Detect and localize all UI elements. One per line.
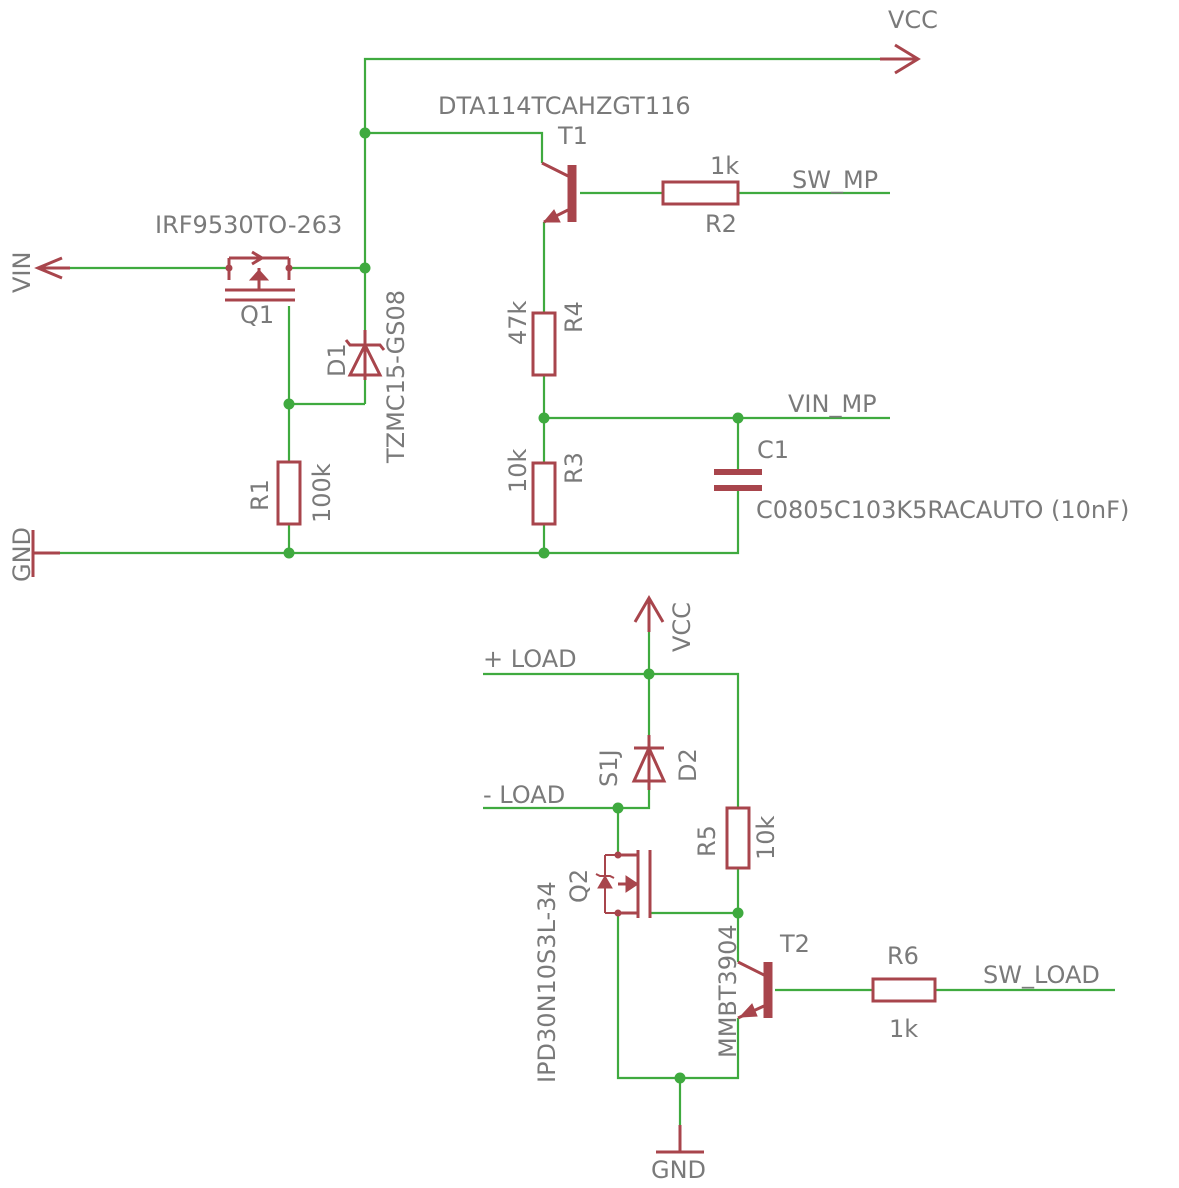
r6-value-label: 1k — [889, 1015, 918, 1043]
c1-capacitor-symbol — [714, 469, 762, 491]
d2-ref-label: D2 — [674, 748, 702, 782]
t2-value-label: MMBT3904 — [714, 924, 742, 1058]
r1-ref-label: R1 — [246, 479, 274, 511]
junction-dot — [643, 668, 655, 680]
c1-value-label: C0805C103K5RACAUTO (10nF) — [756, 496, 1129, 524]
wire-t1-emitter — [365, 131, 544, 163]
junction-dot — [538, 412, 550, 424]
junction-dot — [732, 907, 744, 919]
net-label-vcc-top: VCC — [888, 6, 938, 34]
wires — [40, 57, 1115, 1150]
q2-nmos-symbol — [595, 850, 652, 918]
net-label-plus-load: + LOAD — [483, 645, 577, 673]
q1-value-label: IRF9530TO-263 — [155, 211, 342, 239]
r4-resistor-symbol — [531, 311, 557, 377]
r6-ref-label: R6 — [887, 942, 919, 970]
net-label-gnd-bottom: GND — [651, 1156, 706, 1184]
d1-value-label: TZMC15-GS08 — [382, 290, 410, 464]
q1-ref-label: Q1 — [240, 301, 274, 329]
d2-diode-symbol — [631, 735, 667, 790]
wire-gnd-rail — [40, 488, 740, 555]
r4-value-label: 47k — [504, 300, 532, 345]
junction-dot — [283, 398, 295, 410]
r3-resistor-symbol — [531, 461, 557, 526]
wire-vcc-rail — [363, 57, 895, 268]
gnd-symbol-top — [31, 530, 60, 577]
t1-value-label: DTA114TCAHZGT116 — [438, 92, 691, 120]
gnd-symbol-bottom — [656, 1125, 704, 1154]
t2-npn-symbol — [737, 960, 773, 1020]
q2-ref-label: Q2 — [565, 869, 593, 903]
junctions — [283, 127, 744, 1084]
junction-dot — [674, 1072, 686, 1084]
r6-resistor-symbol — [871, 977, 937, 1003]
r5-ref-label: R5 — [693, 825, 721, 857]
d1-ref-label: D1 — [323, 343, 351, 377]
net-label-sw-load: SW_LOAD — [983, 961, 1100, 989]
r1-resistor-symbol — [276, 460, 302, 526]
t2-ref-label: T2 — [779, 930, 810, 958]
r2-value-label: 1k — [710, 152, 739, 180]
net-label-vin: VIN — [8, 252, 36, 293]
net-label-sw-mp: SW_MP — [792, 166, 878, 194]
net-label-vcc-bottom: VCC — [668, 602, 696, 652]
net-label-vin-mp: VIN_MP — [788, 390, 877, 418]
r5-value-label: 10k — [752, 815, 780, 860]
t1-pnp-symbol — [541, 161, 577, 224]
r3-ref-label: R3 — [560, 452, 588, 484]
r2-resistor-symbol — [661, 180, 740, 206]
t1-ref-label: T1 — [557, 122, 588, 150]
junction-dot — [359, 262, 371, 274]
r2-ref-label: R2 — [705, 210, 737, 238]
d2-value-label: S1J — [595, 749, 623, 787]
q1-pmos-symbol — [225, 250, 295, 302]
wire-plus-load — [483, 672, 740, 808]
net-label-gnd-top: GND — [8, 527, 36, 582]
junction-dot — [538, 547, 550, 559]
junction-dot — [732, 412, 744, 424]
c1-ref-label: C1 — [757, 436, 789, 464]
junction-dot — [359, 127, 371, 139]
r4-ref-label: R4 — [560, 301, 588, 333]
junction-dot — [283, 547, 295, 559]
r3-value-label: 10k — [504, 448, 532, 493]
r1-value-label: 100k — [308, 463, 336, 523]
net-label-minus-load: - LOAD — [483, 781, 565, 809]
d1-zener-symbol — [344, 330, 386, 380]
junction-dot — [612, 802, 624, 814]
labels: VCC DTA114TCAHZGT116 T1 1k R2 SW_MP IRF9… — [8, 6, 1129, 1184]
r5-resistor-symbol — [725, 806, 751, 870]
q2-value-label: IPD30N10S3L-34 — [533, 881, 561, 1083]
